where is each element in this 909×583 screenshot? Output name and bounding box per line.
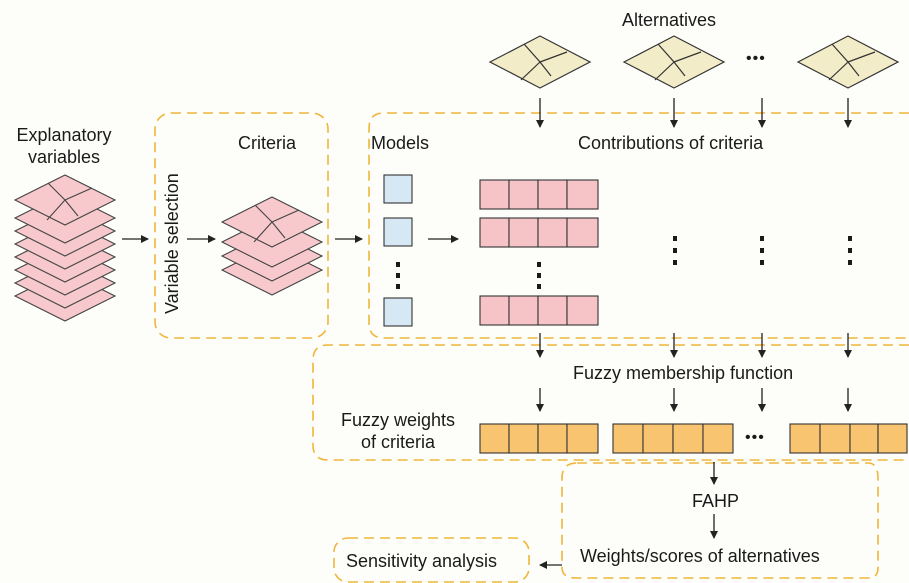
model-box <box>383 217 413 247</box>
alternative-diamond-2 <box>622 35 726 89</box>
explanatory-variables-line2: variables <box>27 147 101 167</box>
criteria-label: Criteria <box>238 133 297 153</box>
sensitivity-analysis-box <box>333 537 530 583</box>
alternative-diamond-3 <box>796 35 900 89</box>
explanatory-variables-stack <box>13 174 117 322</box>
fahp-label: FAHP <box>692 491 740 511</box>
fahp-box <box>561 462 879 579</box>
models-vertical-ellipsis <box>396 262 400 289</box>
model-box <box>383 174 413 204</box>
model-box <box>383 297 413 327</box>
variable-selection-box <box>154 112 329 339</box>
explanatory-variables-line1: Explanatory <box>16 125 112 145</box>
fuzzy-weights-ellipsis: ••• <box>745 429 765 446</box>
fuzzy-membership-function-label: Fuzzy membership function <box>573 363 794 383</box>
alternatives-diamonds <box>488 35 900 89</box>
model-boxes <box>383 174 413 327</box>
arrows <box>122 98 852 569</box>
sensitivity-analysis-label: Sensitivity analysis <box>346 551 498 571</box>
fuzzy-weights-line2: of criteria <box>360 432 436 452</box>
contributions-grid <box>479 179 599 326</box>
contributions-vertical-ellipses <box>537 236 852 289</box>
fuzzy-weights-row <box>479 423 908 454</box>
dashed-group-boxes <box>154 112 909 583</box>
fuzzy-stage-box <box>312 344 909 461</box>
models-label: Models <box>371 133 430 153</box>
weights-scores-of-alternatives-label: Weights/scores of alternatives <box>580 546 820 566</box>
explanatory-variables-label: Explanatory variables <box>8 124 120 168</box>
criteria-stack <box>220 196 324 296</box>
alternative-diamond-1 <box>488 35 592 89</box>
alternatives-ellipsis: ••• <box>746 50 766 67</box>
variable-selection-label: Variable selection <box>162 173 182 314</box>
alternatives-label: Alternatives <box>622 10 717 30</box>
contributions-of-criteria-label: Contributions of criteria <box>578 133 764 153</box>
fuzzy-weights-of-criteria-label: Fuzzy weights of criteria <box>322 409 474 453</box>
fuzzy-weights-line1: Fuzzy weights <box>340 410 456 430</box>
models-contributions-box <box>368 112 909 339</box>
